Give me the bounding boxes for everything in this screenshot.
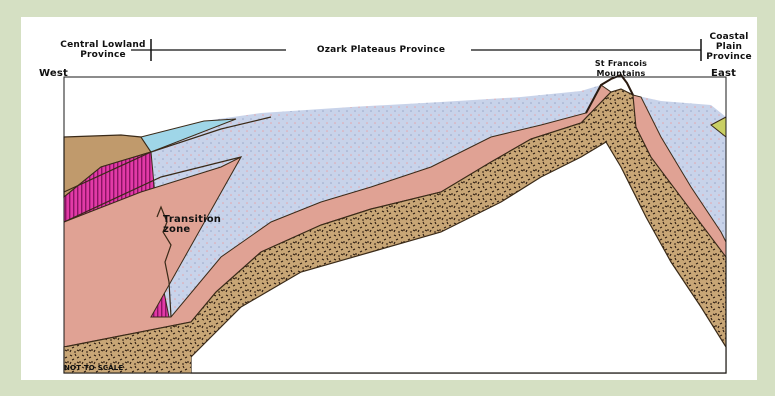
coastal-plain-label: Coastal Plain Province bbox=[701, 32, 757, 62]
diagram-frame: Central Lowland Province Ozark Plateaus … bbox=[21, 17, 757, 380]
not-to-scale-label: NOT TO SCALE bbox=[64, 363, 154, 373]
central-lowland-label: Central Lowland Province bbox=[53, 40, 153, 60]
transition-zone-label: Transition zone bbox=[163, 215, 223, 235]
west-label: West bbox=[39, 69, 79, 79]
st-francois-label: St Francois Mountains bbox=[576, 59, 666, 79]
ozark-plateaus-label: Ozark Plateaus Province bbox=[291, 45, 471, 55]
east-label: East bbox=[711, 69, 751, 79]
